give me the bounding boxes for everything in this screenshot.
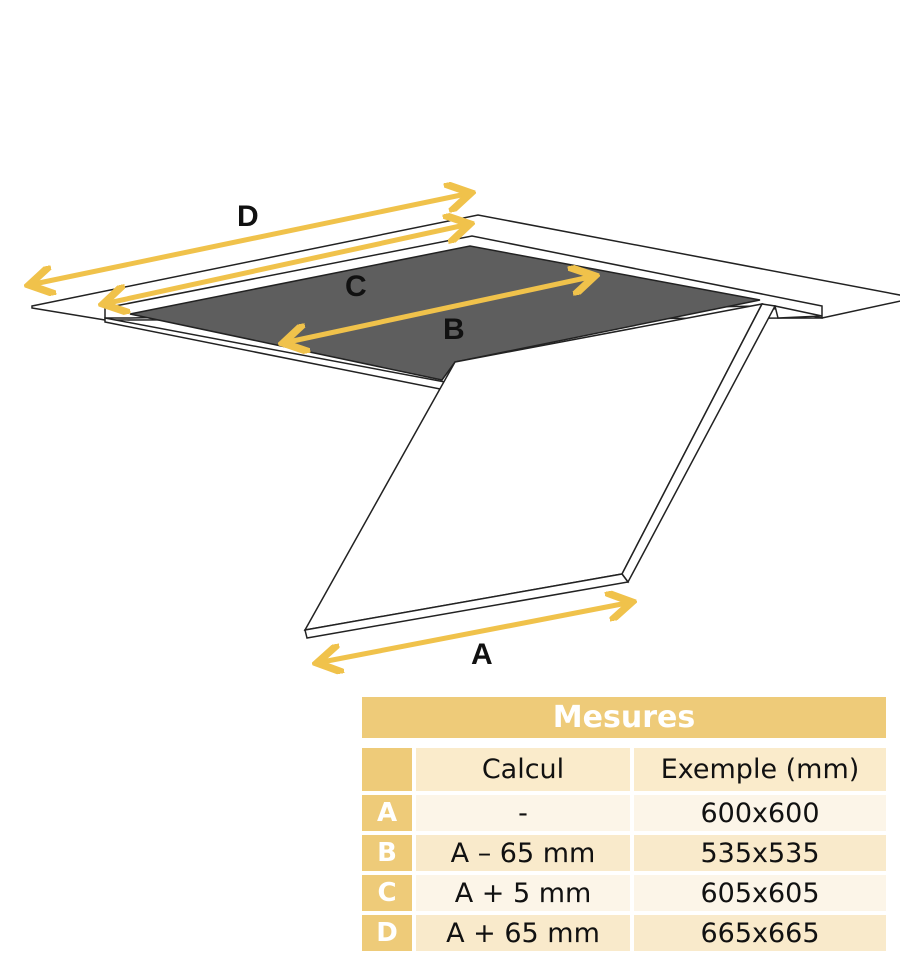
row-exemple: 605x605 [634, 875, 886, 911]
measures-table: Mesures Calcul Exemple (mm) A - 600x600 … [362, 697, 886, 955]
row-key: A [362, 795, 412, 831]
row-key: D [362, 915, 412, 951]
label-a: A [471, 638, 493, 671]
row-key: B [362, 835, 412, 871]
row-calcul: A + 5 mm [416, 875, 630, 911]
table-title: Mesures [362, 697, 886, 738]
dimension-arrow-a [322, 603, 627, 662]
row-key: C [362, 875, 412, 911]
access-hatch-diagram: D C B A [0, 0, 900, 690]
label-d: D [237, 200, 259, 233]
header-calcul: Calcul [416, 748, 630, 791]
row-calcul: A – 65 mm [416, 835, 630, 871]
row-exemple: 535x535 [634, 835, 886, 871]
header-exemple: Exemple (mm) [634, 748, 886, 791]
row-calcul: - [416, 795, 630, 831]
row-calcul: A + 65 mm [416, 915, 630, 951]
row-exemple: 600x600 [634, 795, 886, 831]
row-exemple: 665x665 [634, 915, 886, 951]
table-row: B A – 65 mm 535x535 [362, 835, 886, 871]
table-header-row: Calcul Exemple (mm) [362, 748, 886, 791]
table-row: D A + 65 mm 665x665 [362, 915, 886, 951]
table-row: C A + 5 mm 605x605 [362, 875, 886, 911]
label-b: B [443, 313, 465, 346]
dimension-arrow-b [288, 277, 590, 342]
table-row: A - 600x600 [362, 795, 886, 831]
label-c: C [345, 270, 367, 303]
header-key [362, 748, 412, 791]
